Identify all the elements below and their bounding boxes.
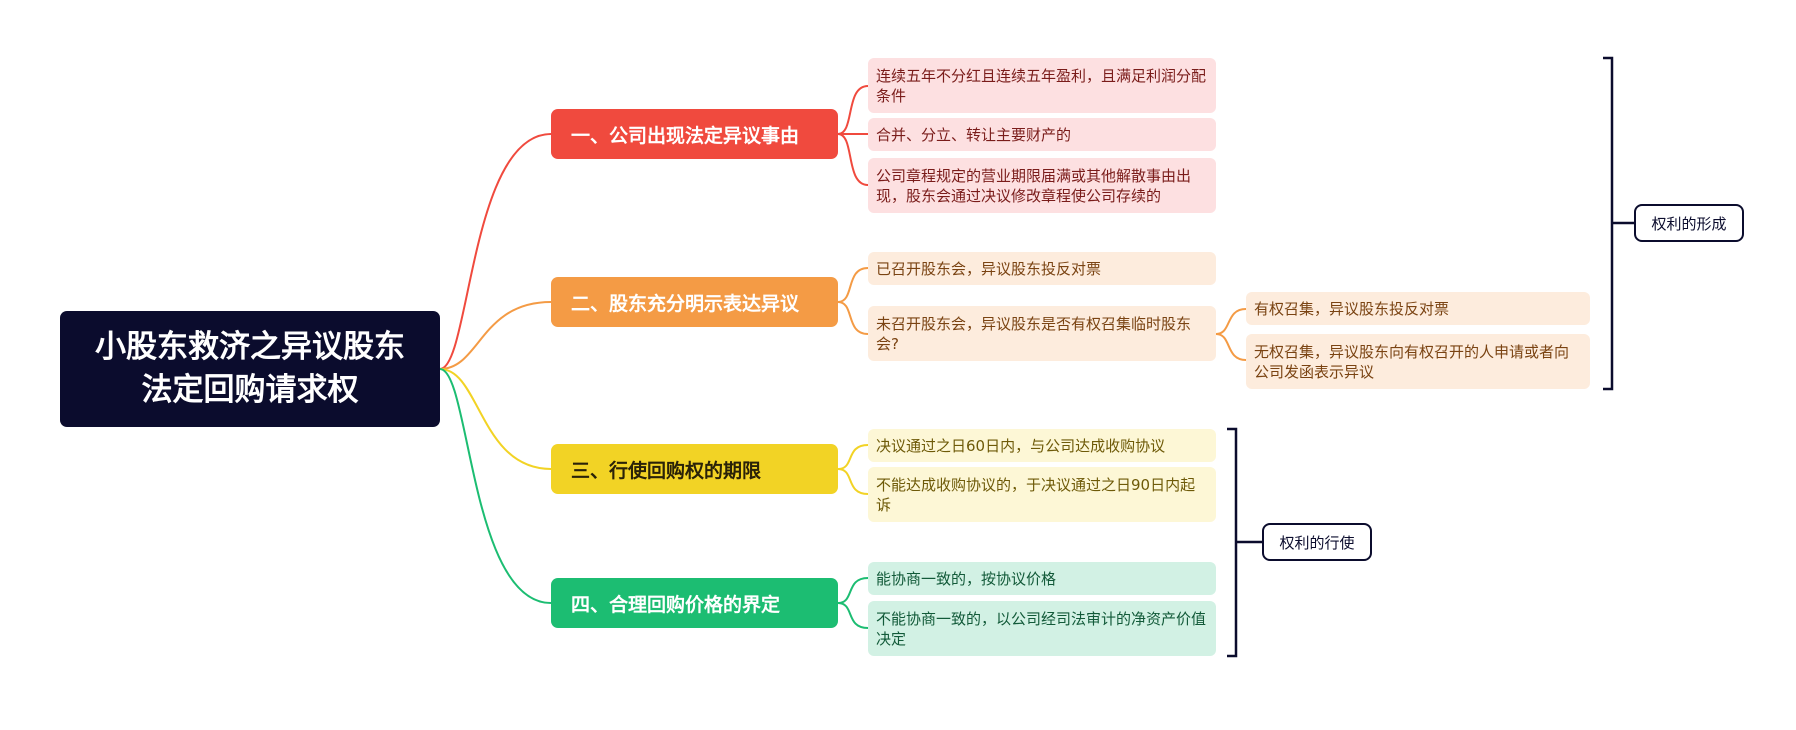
branch-2-label: 二、股东充分明示表达异议 [571,292,800,315]
leaf-4-2-text: 不能协商一致的，以公司经司法审计的净资产价值决定 [876,609,1207,648]
connector-root-branch-4 [439,368,552,604]
connector-b4-leaf-2 [837,602,869,629]
summary-bracket-1 [1603,56,1634,391]
connector-b2-leaf-2 [837,301,869,335]
leaf-4-1-text: 能协商一致的，按协议价格 [876,569,1057,588]
leaf-1-2-text: 合并、分立、转让主要财产的 [876,125,1072,144]
summary-topic-1[interactable]: 权利的形成 [1634,204,1744,242]
root-title-line-1: 小股东救济之异议股东 [95,329,405,365]
connector-b3-leaf-2 [837,468,869,495]
branch-topic-3[interactable]: 三、行使回购权的期限 [551,444,838,494]
connector-root-branch-1 [439,133,552,370]
leaf-topic-4-2[interactable]: 不能协商一致的，以公司经司法审计的净资产价值决定 [868,601,1216,656]
connector-b4-leaf-1 [837,577,869,604]
branch-3-label: 三、行使回购权的期限 [571,459,762,482]
branch-topic-1[interactable]: 一、公司出现法定异议事由 [551,109,838,159]
connector-root-branch-3 [439,368,552,470]
connector-root-branch-2 [439,301,552,370]
branch-topic-2[interactable]: 二、股东充分明示表达异议 [551,277,838,327]
branch-1-label: 一、公司出现法定异议事由 [571,124,800,147]
subleaf-topic-2-2-1[interactable]: 有权召集，异议股东投反对票 [1246,292,1590,325]
root-title-line-2: 法定回购请求权 [141,372,359,408]
subleaf-2-2-1-text: 有权召集，异议股东投反对票 [1254,299,1450,318]
branch-4-label: 四、合理回购价格的界定 [571,593,781,616]
leaf-3-1-text: 决议通过之日60日内，与公司达成收购协议 [876,436,1166,455]
connector-b2-sub-2 [1215,333,1247,361]
subleaf-2-2-2-text: 无权召集，异议股东向有权召开的人申请或者向公司发函表示异议 [1254,342,1570,381]
connector-b3-leaf-1 [837,444,869,470]
leaf-2-1-text: 已召开股东会，异议股东投反对票 [876,259,1102,278]
leaf-topic-2-1[interactable]: 已召开股东会，异议股东投反对票 [868,252,1216,285]
connector-b2-sub-1 [1215,308,1247,335]
leaf-1-3-text: 公司章程规定的营业期限届满或其他解散事由出现，股东会通过决议修改章程使公司存续的 [876,166,1192,205]
leaf-3-2-text: 不能达成收购协议的，于决议通过之日90日内起诉 [876,475,1196,514]
branch-topic-4[interactable]: 四、合理回购价格的界定 [551,578,838,628]
summary-bracket-2 [1227,427,1262,658]
leaf-topic-1-2[interactable]: 合并、分立、转让主要财产的 [868,118,1216,151]
leaf-topic-1-3[interactable]: 公司章程规定的营业期限届满或其他解散事由出现，股东会通过决议修改章程使公司存续的 [868,158,1216,213]
summary-topic-2[interactable]: 权利的行使 [1262,523,1372,561]
leaf-1-1-text: 连续五年不分红且连续五年盈利，且满足利润分配条件 [876,66,1207,105]
leaf-2-2-text: 未召开股东会，异议股东是否有权召集临时股东会? [876,314,1192,353]
connector-b1-leaf-3 [837,133,869,186]
summary-2-label: 权利的行使 [1279,533,1355,552]
leaf-topic-4-1[interactable]: 能协商一致的，按协议价格 [868,562,1216,595]
leaf-topic-2-2[interactable]: 未召开股东会，异议股东是否有权召集临时股东会? [868,306,1216,361]
leaf-topic-3-2[interactable]: 不能达成收购协议的，于决议通过之日90日内起诉 [868,467,1216,522]
root-topic[interactable]: 小股东救济之异议股东 法定回购请求权 [60,311,440,427]
leaf-topic-1-1[interactable]: 连续五年不分红且连续五年盈利，且满足利润分配条件 [868,58,1216,113]
summary-1-label: 权利的形成 [1651,214,1727,233]
connector-b1-leaf-1 [837,85,869,135]
subleaf-topic-2-2-2[interactable]: 无权召集，异议股东向有权召开的人申请或者向公司发函表示异议 [1246,334,1590,389]
connector-b2-leaf-1 [837,267,869,303]
leaf-topic-3-1[interactable]: 决议通过之日60日内，与公司达成收购协议 [868,429,1216,462]
